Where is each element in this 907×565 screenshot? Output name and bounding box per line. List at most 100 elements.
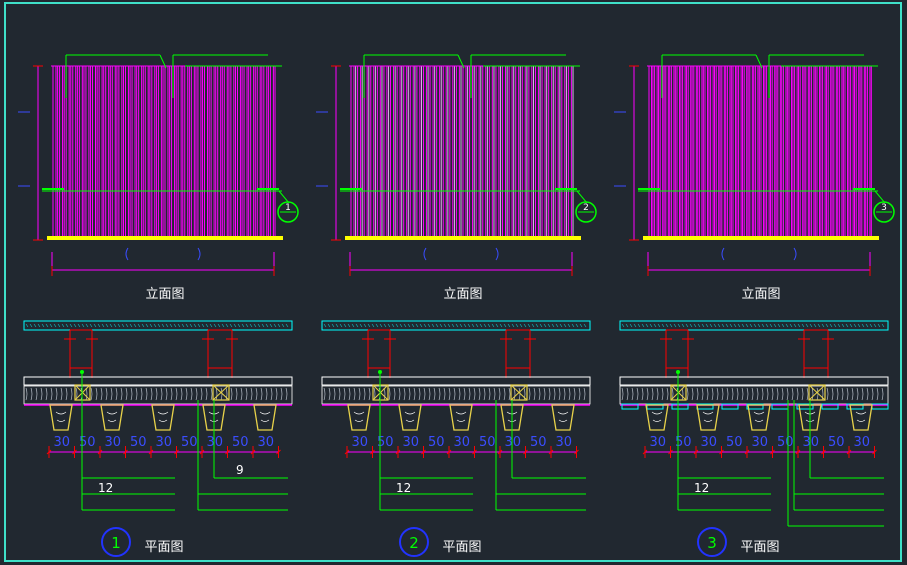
deck-texture <box>110 387 113 401</box>
rail-hatch <box>249 323 253 328</box>
rail-hatch <box>459 323 463 328</box>
elevation-slat <box>455 65 460 239</box>
connector-box <box>212 384 230 401</box>
rail-hatch <box>857 323 861 328</box>
elevation-slat <box>263 65 268 239</box>
deck-texture <box>513 387 516 401</box>
rail-hatch <box>367 323 371 328</box>
dim-tick <box>719 449 724 455</box>
rail-hatch <box>85 323 89 328</box>
dim-value: 30 <box>751 435 768 450</box>
rail-hatch <box>681 323 685 328</box>
dim-value: 30 <box>155 435 172 450</box>
cyan-tile <box>796 403 814 410</box>
dim-value: 30 <box>402 435 419 450</box>
elevation-slat <box>799 65 804 239</box>
deck-texture <box>245 387 248 401</box>
dim-tick <box>548 449 554 455</box>
deck-texture <box>478 387 481 401</box>
rail-hatch <box>677 323 681 328</box>
rail-hatch <box>45 323 49 328</box>
deck-texture <box>328 387 331 401</box>
section-marker <box>873 201 895 223</box>
elevation-slat <box>698 65 703 239</box>
rail-hatch <box>567 323 571 328</box>
elevation-slat <box>204 65 208 239</box>
rail-hatch <box>419 323 423 328</box>
leader-line <box>457 54 465 69</box>
rail-hatch <box>399 323 403 328</box>
elevation-slat <box>482 65 487 239</box>
elevation-slat <box>777 65 781 239</box>
deck-texture <box>195 387 198 401</box>
deck-texture <box>761 387 764 401</box>
rail-hatch <box>61 323 65 328</box>
deck-texture <box>185 387 188 401</box>
rail-hatch <box>845 323 849 328</box>
dim-tick <box>744 449 750 455</box>
elevation-slat <box>269 65 274 239</box>
dim-value: 30 <box>802 435 819 450</box>
deck-texture <box>826 387 829 401</box>
deck-texture <box>95 387 98 401</box>
elevation-slat <box>844 65 849 239</box>
rail-hatch <box>665 323 669 328</box>
deck-texture <box>583 387 586 401</box>
elevation-slat <box>144 65 149 239</box>
deck-texture <box>816 387 819 401</box>
rail-hatch <box>809 323 813 328</box>
rail-hatch <box>625 323 629 328</box>
deck-texture <box>493 387 496 401</box>
deck-texture <box>716 387 719 401</box>
deck-texture <box>363 387 366 401</box>
dim-value: 50 <box>428 435 445 450</box>
elevation-slat <box>92 65 96 239</box>
elevation-floor-line <box>47 236 283 240</box>
cyan-tile <box>821 403 839 410</box>
elevation-slat <box>236 65 241 239</box>
elevation-slat <box>715 65 720 239</box>
elevation-slat <box>138 65 143 239</box>
deck-texture <box>721 387 724 401</box>
rail-hatch <box>189 323 193 328</box>
deck-texture <box>776 387 779 401</box>
rail-hatch <box>125 323 129 328</box>
elevation-slat <box>710 65 714 239</box>
deck-texture <box>711 387 714 401</box>
rail-hatch <box>423 323 427 328</box>
rail-hatch <box>451 323 455 328</box>
plan-deck <box>23 385 293 405</box>
rail-hatch <box>105 323 109 328</box>
elevation-slat <box>495 65 500 239</box>
dim-tick <box>446 449 452 455</box>
elevation-slat <box>370 65 375 239</box>
plan-main-rail <box>321 376 591 386</box>
rail-hatch <box>713 323 717 328</box>
deck-texture <box>225 387 228 401</box>
rail-hatch <box>237 323 241 328</box>
connector-cross <box>212 384 230 401</box>
rail-hatch <box>507 323 511 328</box>
elevation-slat <box>118 65 123 239</box>
beam-section <box>100 404 124 431</box>
dim-tick <box>846 449 852 455</box>
rail-hatch <box>253 323 257 328</box>
rail-hatch <box>65 323 69 328</box>
deck-texture <box>621 387 624 401</box>
deck-texture <box>806 387 809 401</box>
rail-hatch <box>653 323 657 328</box>
rail-hatch <box>327 323 331 328</box>
deck-texture <box>646 387 649 401</box>
plan-title: 平面图 <box>442 540 481 555</box>
rail-hatch <box>487 323 491 328</box>
rail-hatch <box>535 323 539 328</box>
elevation-slat <box>223 65 228 239</box>
rail-hatch <box>761 323 765 328</box>
elevation-slat <box>861 65 865 239</box>
deck-texture <box>453 387 456 401</box>
elevation-slat <box>217 65 222 239</box>
dim-value: 50 <box>828 435 845 450</box>
deck-texture <box>275 387 278 401</box>
rail-hatch <box>181 323 185 328</box>
